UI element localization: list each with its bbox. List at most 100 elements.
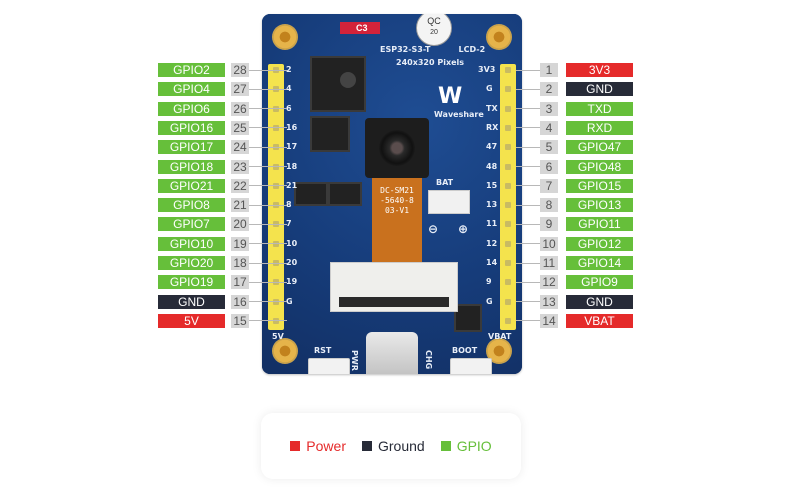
pin-function-label: GPIO15 — [566, 178, 633, 193]
pin-row: GPIO21 22 — [158, 178, 287, 193]
camera-lens-icon — [379, 130, 415, 166]
charger-chip — [454, 304, 482, 332]
pin-leader-line — [516, 223, 540, 225]
qc-sticker: QC 20 — [416, 14, 452, 46]
flex-text-line: -5640-8 — [380, 196, 414, 205]
pin-function-label: RXD — [566, 120, 633, 135]
pin-silk-label: 16 — [286, 122, 298, 132]
pin-leader-line — [516, 108, 540, 110]
pin-number: 10 — [540, 236, 558, 251]
header-pin — [505, 317, 511, 324]
pin-silk-label: TX — [486, 103, 498, 113]
pin-silk-label: RX — [486, 122, 499, 132]
pin-leader-line — [249, 223, 287, 225]
pin-number: 18 — [231, 256, 249, 270]
header-pin — [505, 202, 511, 209]
pin-number: 21 — [231, 198, 249, 213]
pin-number: 12 — [540, 275, 558, 290]
gpio-swatch — [440, 441, 451, 451]
pin-function-label: GPIO10 — [158, 236, 225, 251]
header-pin — [505, 221, 511, 228]
pin-row: GPIO17 24 — [158, 140, 287, 155]
pin-function-label: GPIO11 — [566, 217, 633, 232]
pin-leader-line — [249, 281, 287, 283]
board-model-prefix: ESP32-S3-T — [380, 45, 431, 54]
chg-led-label: CHG — [424, 350, 433, 370]
pin-number: 3 — [540, 101, 558, 116]
regulator-chip — [294, 182, 328, 206]
pin-silk-label: 12 — [486, 238, 498, 248]
header-pin — [505, 298, 511, 305]
rst-label: RST — [314, 346, 332, 355]
battery-connector — [428, 190, 470, 214]
pin-function-label: GPIO19 — [158, 275, 225, 290]
pin-leader-line — [249, 185, 287, 187]
pin-silk-label: 11 — [486, 219, 498, 229]
pin-leader-line — [516, 88, 540, 90]
qc-text: QC — [427, 16, 441, 26]
pin-silk-label: 15 — [486, 180, 498, 190]
boot-button[interactable] — [450, 358, 492, 374]
pin-function-label: TXD — [566, 101, 633, 116]
pin-leader-line — [516, 320, 540, 322]
pin-leader-line — [516, 185, 540, 187]
pin-leader-line — [249, 243, 287, 245]
pin-function-label: GPIO2 — [158, 63, 225, 77]
pin-leader-line — [249, 166, 287, 167]
pin-number: 5 — [540, 140, 558, 155]
pin-number: 1 — [540, 63, 558, 77]
mounting-hole-bottom-left — [272, 338, 298, 364]
pin-number: 6 — [540, 159, 558, 174]
camera-flex-cable: DC-SM21 -5640-8 03-V1 — [372, 178, 422, 270]
pin-silk-label: 6 — [286, 103, 292, 113]
pin-row: GND 16 — [158, 294, 287, 309]
pin-leader-line — [249, 301, 287, 303]
pin-number: 24 — [231, 140, 249, 155]
flash-chip — [310, 116, 350, 152]
pin-leader-line — [516, 243, 540, 245]
legend-label: Power — [306, 438, 346, 454]
pin-number: 7 — [540, 178, 558, 193]
pin-leader-line — [249, 108, 287, 110]
rst-button[interactable] — [308, 358, 350, 374]
flex-text-line: 03-V1 — [384, 206, 410, 215]
camera-module — [365, 118, 429, 178]
pin-leader-line — [249, 69, 287, 71]
pin-function-label: GPIO21 — [158, 178, 225, 193]
pin-function-label: GPIO17 — [158, 140, 225, 155]
pin-row: 9 GPIO11 — [516, 217, 633, 232]
ground-swatch — [361, 441, 372, 451]
pin-function-label: GPIO6 — [158, 101, 225, 116]
usb-c-port[interactable] — [366, 332, 418, 374]
legend-item-power: Power — [290, 438, 346, 454]
mounting-hole-top-right — [486, 24, 512, 50]
pin-function-label: GPIO16 — [158, 120, 225, 135]
pin-leader-line — [516, 127, 540, 129]
bat-label: BAT — [436, 178, 454, 187]
pin-silk-label: 21 — [286, 180, 298, 190]
pin-function-label: GND — [158, 294, 225, 309]
pin-number: 22 — [231, 178, 249, 193]
pin-silk-label: 47 — [486, 142, 498, 152]
pin-number: 11 — [540, 256, 558, 270]
pin-leader-line — [516, 301, 540, 303]
pin-leader-line — [516, 166, 540, 167]
pin-silk-label: 48 — [486, 161, 498, 171]
plus-icon: ⊕ — [458, 222, 469, 236]
pin-row: 7 GPIO15 — [516, 178, 633, 193]
pin-number: 16 — [231, 294, 249, 309]
brand-label: Waveshare — [434, 110, 484, 119]
pin-silk-label: G — [486, 84, 493, 94]
pin-row: 3 TXD — [516, 101, 633, 116]
pin-number: 9 — [540, 217, 558, 232]
